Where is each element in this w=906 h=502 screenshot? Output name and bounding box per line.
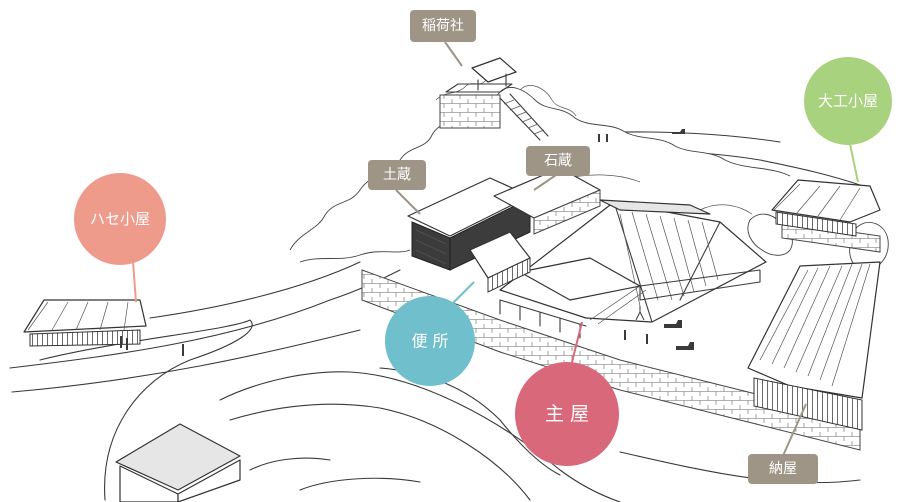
bubble-toilet-text: 便 所 (411, 332, 448, 351)
inari-shrine-building (445, 57, 549, 141)
outbuilding (115, 423, 241, 502)
hase-hut-building (23, 299, 147, 347)
bubble-carpenter-hut: 大工小屋 (804, 57, 892, 145)
main-house-building (469, 199, 767, 339)
bubble-hase-hut-text: ハセ小屋 (90, 210, 150, 228)
label-stone-storehouse-text: 石蔵 (544, 153, 572, 169)
terrain (9, 131, 861, 502)
bubble-hase-hut: ハセ小屋 (74, 173, 166, 265)
earthen-storehouse-building (407, 177, 531, 271)
label-earthen-storehouse: 土蔵 (368, 160, 426, 190)
barn-building (747, 261, 881, 431)
label-inari-shrine: 稲荷社 (410, 10, 476, 42)
bubble-toilet: 便 所 (385, 296, 475, 386)
stone-storehouse-building (493, 167, 601, 235)
bubble-main-house-text: 主 屋 (545, 403, 589, 425)
carpenter-hut-building (771, 179, 881, 237)
label-earthen-storehouse-text: 土蔵 (383, 167, 411, 183)
figures (120, 129, 694, 356)
label-barn-text: 納屋 (769, 461, 797, 477)
bubble-main-house: 主 屋 (515, 362, 619, 466)
bubble-carpenter-hut-text: 大工小屋 (818, 92, 878, 110)
label-pointers (132, 41, 859, 459)
label-inari-shrine-text: 稲荷社 (422, 18, 464, 34)
label-barn: 納屋 (748, 454, 818, 484)
label-stone-storehouse: 石蔵 (526, 146, 590, 176)
